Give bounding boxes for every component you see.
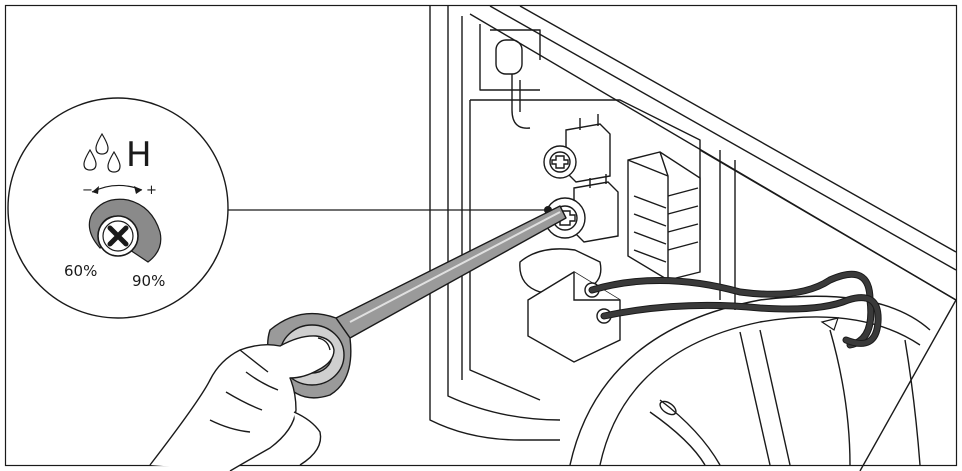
device-housing <box>429 5 957 471</box>
terminal-block <box>627 151 701 281</box>
humidity-drops-icon <box>83 132 121 173</box>
detail-callout: H − + 60% 90% <box>7 97 229 319</box>
hand <box>149 335 335 471</box>
upper-potentiometer <box>543 114 611 183</box>
plus-sign: + <box>146 183 157 198</box>
minus-sign: − <box>82 183 93 198</box>
cables <box>588 270 882 349</box>
humidity-letter: H <box>126 135 152 175</box>
min-humidity-label: 60% <box>64 262 97 280</box>
max-humidity-label: 90% <box>132 272 165 290</box>
cross-screw-icon <box>97 215 139 257</box>
